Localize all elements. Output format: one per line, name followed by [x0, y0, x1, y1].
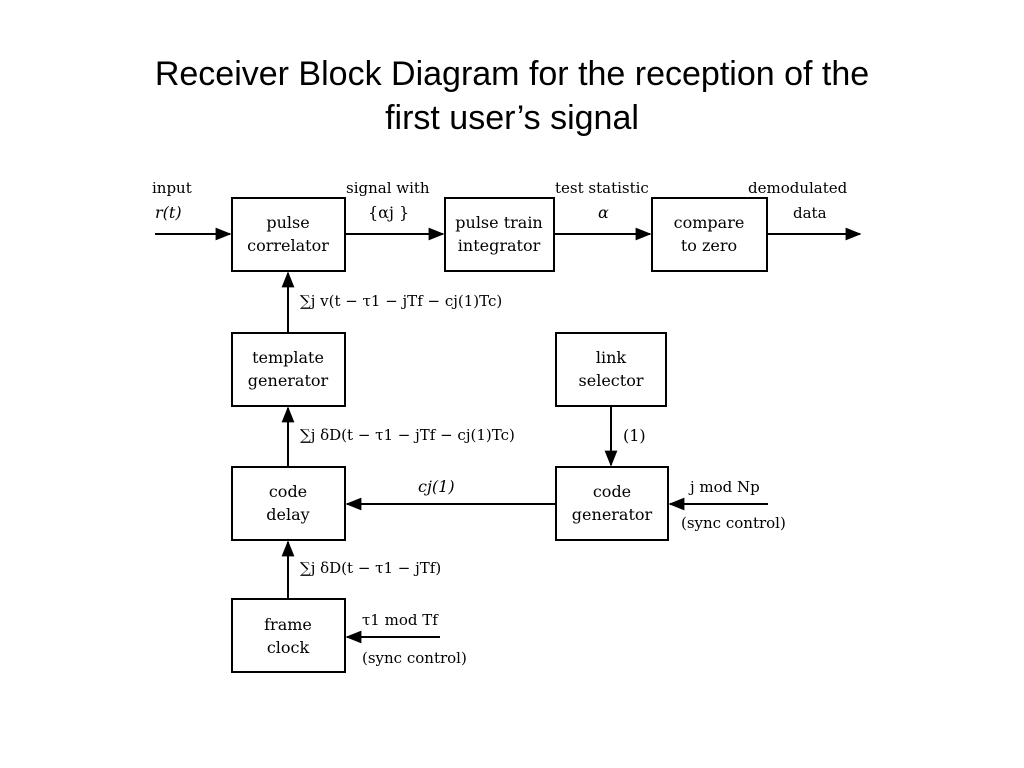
- pulse-train-integrator-block: pulse train integrator: [444, 197, 555, 272]
- block-label: generator: [248, 371, 329, 390]
- pulse-correlator-block: pulse correlator: [231, 197, 346, 272]
- input-label: input: [152, 179, 192, 197]
- block-label: template: [252, 348, 324, 367]
- block-label: generator: [572, 505, 653, 524]
- block-label: delay: [266, 505, 309, 524]
- signal-set-label: {αj }: [368, 203, 409, 222]
- block-label: pulse: [266, 213, 309, 232]
- title-line-2: first user’s signal: [385, 99, 639, 137]
- block-label: clock: [267, 638, 310, 657]
- block-label: integrator: [458, 236, 541, 255]
- template-expression: ∑j v(t − τ1 − jTf − cj(1)Tc): [300, 292, 502, 310]
- code-generator-block: code generator: [555, 466, 669, 541]
- block-label: to zero: [681, 236, 737, 255]
- title-line-1: Receiver Block Diagram for the reception…: [154, 55, 870, 93]
- compare-to-zero-block: compare to zero: [651, 197, 768, 272]
- block-label: code: [269, 482, 307, 501]
- test-statistic-label: test statistic: [555, 179, 649, 197]
- tau-sync-label: (sync control): [362, 649, 467, 667]
- block-label: frame: [264, 615, 312, 634]
- code-signal-label: cj(1): [418, 477, 455, 496]
- block-label: compare: [674, 213, 745, 232]
- block-label: selector: [579, 371, 644, 390]
- data-label: data: [793, 204, 827, 222]
- page-title: Receiver Block Diagram for the reception…: [0, 52, 1024, 140]
- tau-mod-label: τ1 mod Tf: [362, 611, 439, 629]
- block-label: code: [593, 482, 631, 501]
- jmod-label: j mod Np: [688, 478, 760, 496]
- link-index-label: (1): [623, 426, 646, 445]
- input-signal-label: r(t): [155, 203, 182, 222]
- demodulated-label: demodulated: [748, 179, 848, 197]
- jmod-sync-label: (sync control): [681, 514, 786, 532]
- code-delay-expression: ∑j δD(t − τ1 − jTf − cj(1)Tc): [300, 426, 515, 444]
- code-delay-block: code delay: [231, 466, 346, 541]
- alpha-label: α: [598, 203, 609, 222]
- block-label: correlator: [247, 236, 329, 255]
- block-label: pulse train: [455, 213, 542, 232]
- block-label: link: [596, 348, 627, 367]
- link-selector-block: link selector: [555, 332, 667, 407]
- frame-clock-expression: ∑j δD(t − τ1 − jTf): [300, 559, 441, 577]
- signal-with-label: signal with: [346, 179, 430, 197]
- template-generator-block: template generator: [231, 332, 346, 407]
- frame-clock-block: frame clock: [231, 598, 346, 673]
